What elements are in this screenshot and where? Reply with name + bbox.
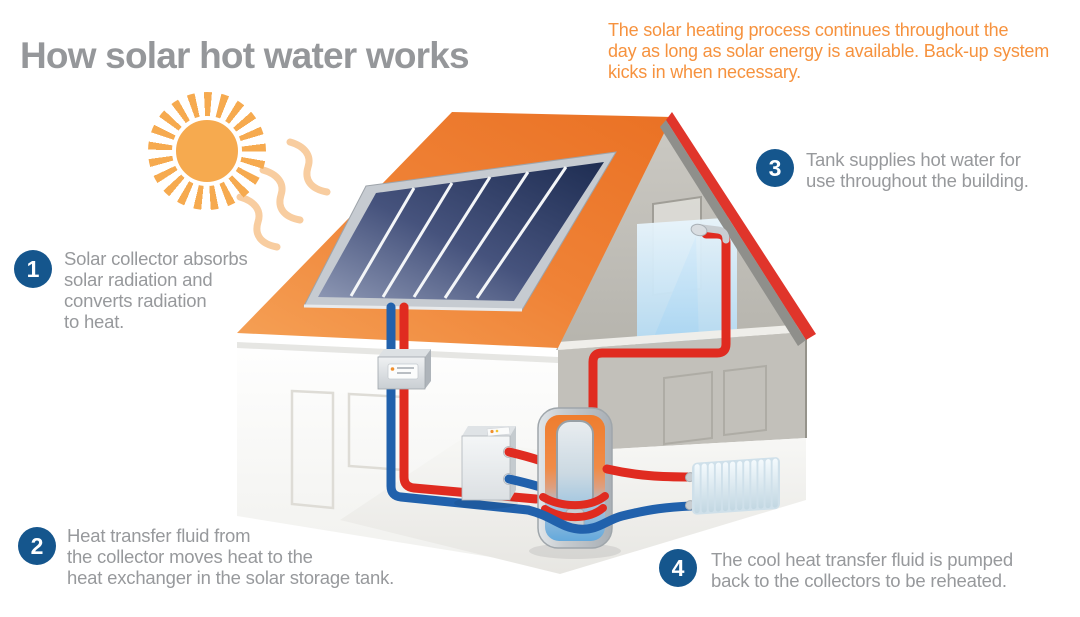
shower-spray [651,236,699,344]
sun-icon [148,92,266,210]
pump-label [387,363,419,380]
step-4-badge: 4 [659,549,697,587]
pipes-front [523,464,696,534]
attic-floor [558,324,806,350]
roof-fascia-red [666,112,816,340]
cold-water-pipe [523,501,696,534]
shower-arm [698,224,730,244]
shower-head-icon [690,223,708,237]
pump-station-icon [377,349,431,390]
step-3-text: Tank supplies hot water for use througho… [806,149,1029,191]
step-3-badge: 3 [756,149,794,187]
boiler-indicator [490,429,494,434]
solar-panel-icon [303,151,617,312]
pump-side [425,349,431,389]
panel-lip [303,304,523,312]
step-2-badge: 2 [18,527,56,565]
hot-water-pipe [602,464,696,482]
radiator-icon [685,457,780,515]
radiator-fins [694,458,778,514]
sun-disc [172,116,242,186]
door-outline [290,389,335,510]
heat-exchanger-coil [541,504,607,522]
pump-text-line [397,372,411,374]
step-1-badge: 1 [14,250,52,288]
tank-inner-cylinder [556,420,594,510]
cold-water-pipe [386,302,533,515]
pump-top [378,349,431,357]
interior-window-outline-2 [723,364,767,437]
panel-cells [318,162,604,301]
heat-waves-icon [236,138,331,251]
pipes-back [386,223,731,515]
hot-water-pipe [399,302,541,504]
roof-fascia-underside [660,120,806,346]
boiler-side [510,426,516,500]
page-title: How solar hot water works [20,34,470,76]
eave-fascia [237,333,558,357]
heat-exchanger-coil [539,492,609,510]
pump-indicator [390,367,395,371]
step-2-text: Heat transfer fluid from the collector m… [67,525,395,588]
panel-dividers [349,166,568,299]
shower-icon [637,195,737,348]
boiler-indicator [495,429,499,433]
pump-text-line [397,367,414,369]
interior-back-wall [558,332,806,452]
storage-tank-icon [529,407,621,559]
step-4-text: The cool heat transfer fluid is pumped b… [711,549,1013,591]
intro-note: The solar heating process continues thro… [608,20,1050,82]
step-1-text: Solar collector absorbs solar radiation … [64,248,248,332]
boiler-panel [486,426,511,437]
interior-window-outline-1 [663,370,713,446]
boiler-front [461,435,511,501]
radiator-body [692,457,780,515]
